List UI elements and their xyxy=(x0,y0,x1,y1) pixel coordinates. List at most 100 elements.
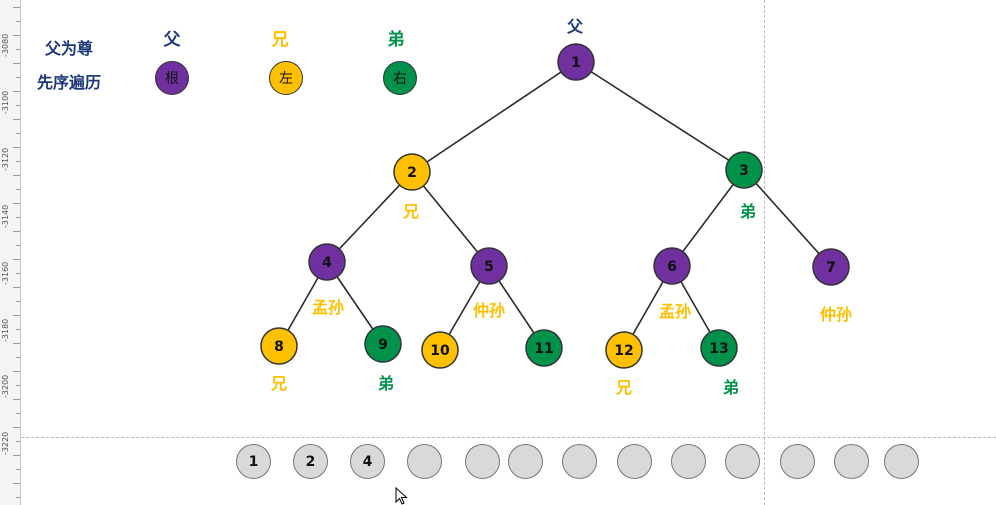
legend-circle-left[interactable]: 左 xyxy=(269,61,303,95)
label-node13-di: 弟 xyxy=(723,378,739,397)
legend-head-elder-brother: 兄 xyxy=(271,30,289,50)
ruler-tick xyxy=(13,483,20,484)
legend-head-father: 父 xyxy=(163,30,181,50)
ruler-tick xyxy=(16,189,20,190)
tree-node-8[interactable] xyxy=(260,327,298,365)
label-node5-children-zhongsun: 仲孙 xyxy=(473,301,505,320)
ruler-tick xyxy=(16,441,20,442)
ruler-tick xyxy=(16,357,20,358)
tree-node-label-13: 13 xyxy=(709,341,728,357)
ruler-tick xyxy=(16,245,20,246)
tree-node-9[interactable] xyxy=(364,325,402,363)
ruler-tick xyxy=(16,497,20,498)
legend-title-father-first: 父为尊 xyxy=(45,39,94,58)
tree-node-label-7: 7 xyxy=(826,260,836,276)
tree-node-13[interactable] xyxy=(700,329,738,367)
ruler-tick xyxy=(16,469,20,470)
label-node3-di: 弟 xyxy=(740,202,756,221)
tree-node-label-11: 11 xyxy=(534,341,553,357)
ruler-tick xyxy=(13,91,20,92)
label-node4-children-mengsun: 孟孙 xyxy=(312,298,344,317)
ruler-tick xyxy=(16,21,20,22)
ruler-tick xyxy=(16,385,20,386)
tree-node-10[interactable] xyxy=(421,331,459,369)
ruler-tick xyxy=(13,147,20,148)
ruler-tick xyxy=(13,315,20,316)
legend-circle-root[interactable]: 根 xyxy=(155,61,189,95)
sequence-slot[interactable]: 2 xyxy=(293,444,328,479)
mouse-cursor-icon xyxy=(395,487,408,505)
ruler-tick xyxy=(16,217,20,218)
sequence-slot[interactable] xyxy=(617,444,652,479)
legend-circle-right[interactable]: 右 xyxy=(383,61,417,95)
ruler-tick xyxy=(16,329,20,330)
tree-edge-3-6 xyxy=(671,169,745,267)
ruler-tick xyxy=(16,77,20,78)
tree-edge-1-2 xyxy=(411,61,577,173)
ruler-tick xyxy=(13,119,20,120)
sequence-slot[interactable] xyxy=(884,444,919,479)
tree-node-7[interactable] xyxy=(812,248,850,286)
tree-edge-1-3 xyxy=(575,61,745,171)
ruler-tick xyxy=(13,231,20,232)
sequence-slot[interactable] xyxy=(562,444,597,479)
legend-title-preorder: 先序遍历 xyxy=(37,73,102,92)
tree-node-label-5: 5 xyxy=(484,259,494,275)
tree-node-12[interactable] xyxy=(605,331,643,369)
ruler-tick xyxy=(13,287,20,288)
ruler-tick xyxy=(13,259,20,260)
label-node9-di: 弟 xyxy=(378,374,394,393)
sequence-slot[interactable] xyxy=(465,444,500,479)
ruler-tick xyxy=(16,273,20,274)
ruler-tick xyxy=(16,49,20,50)
sequence-slot[interactable] xyxy=(725,444,760,479)
label-node7-zhongsun: 仲孙 xyxy=(820,305,852,324)
ruler-tick xyxy=(16,413,20,414)
sequence-slot[interactable] xyxy=(508,444,543,479)
ruler-tick xyxy=(16,133,20,134)
tree-node-4[interactable] xyxy=(308,243,346,281)
ruler-tick xyxy=(16,161,20,162)
sequence-slot[interactable] xyxy=(407,444,442,479)
tree-edge-2-5 xyxy=(411,171,490,267)
tree-node-3[interactable] xyxy=(725,151,763,189)
sequence-slot[interactable] xyxy=(780,444,815,479)
label-node6-children-mengsun: 孟孙 xyxy=(659,302,691,321)
tree-node-2[interactable] xyxy=(393,153,431,191)
tree-node-label-4: 4 xyxy=(322,255,332,271)
tree-node-label-10: 10 xyxy=(430,343,450,359)
ruler-tick xyxy=(16,105,20,106)
sequence-slot[interactable]: 1 xyxy=(236,444,271,479)
legend-head-younger-brother: 弟 xyxy=(387,30,405,50)
horizontal-guide-line[interactable] xyxy=(21,437,996,438)
tree-node-label-3: 3 xyxy=(739,163,749,179)
tree-top-label-father: 父 xyxy=(566,17,584,36)
ruler-tick xyxy=(13,175,20,176)
sequence-slot[interactable] xyxy=(671,444,706,479)
tree-edge-2-4 xyxy=(326,171,413,263)
ruler-tick xyxy=(13,343,20,344)
sequence-slot[interactable] xyxy=(834,444,869,479)
tree-node-label-9: 9 xyxy=(378,337,388,353)
label-node2-xiong: 兄 xyxy=(402,202,419,221)
ruler-tick xyxy=(13,371,20,372)
tree-node-label-8: 8 xyxy=(274,339,284,355)
sequence-slot[interactable]: 4 xyxy=(350,444,385,479)
tree-node-label-12: 12 xyxy=(614,343,633,359)
ruler-tick xyxy=(13,399,20,400)
tree-node-11[interactable] xyxy=(525,329,563,367)
tree-node-label-2: 2 xyxy=(407,165,417,181)
tree-node-1[interactable] xyxy=(557,43,595,81)
tree-node-6[interactable] xyxy=(653,247,691,285)
vertical-guide-line[interactable] xyxy=(764,0,765,505)
ruler-tick xyxy=(13,455,20,456)
ruler-tick xyxy=(13,203,20,204)
tree-node-label-1: 1 xyxy=(571,55,581,71)
tree-node-label-6: 6 xyxy=(667,259,677,275)
ruler-tick xyxy=(13,427,20,428)
tree-edge-3-7 xyxy=(743,169,832,268)
tree-node-5[interactable] xyxy=(470,247,508,285)
vertical-ruler[interactable]: -3080-3100-3120-3140-3160-3180-3200-3220 xyxy=(0,0,21,505)
ruler-tick xyxy=(16,301,20,302)
